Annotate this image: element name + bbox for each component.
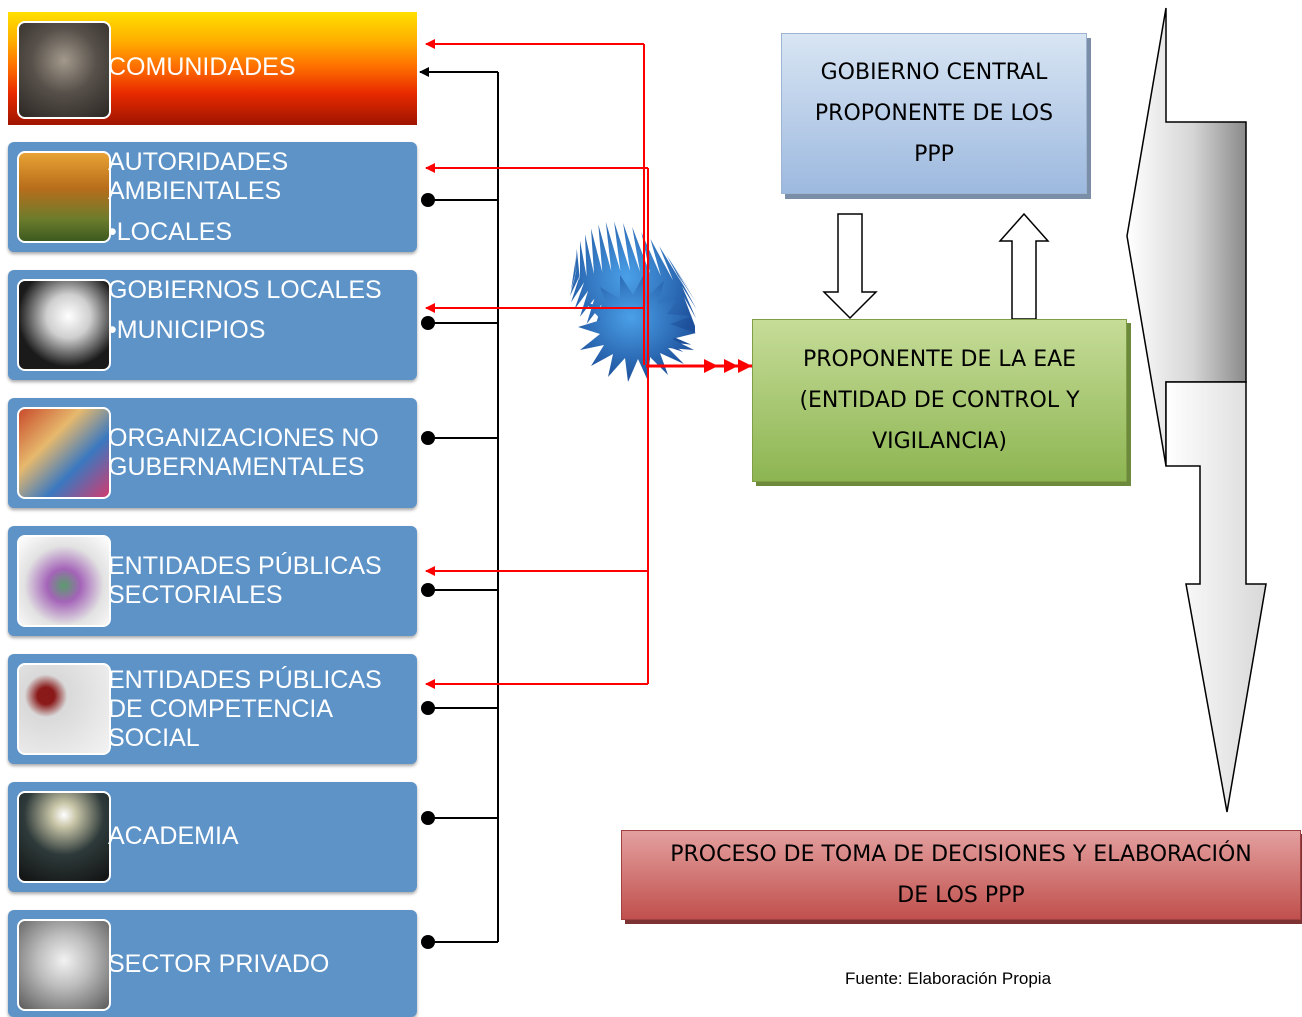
stakeholder-privado[interactable]: SECTOR PRIVADO <box>8 910 417 1017</box>
box-line: PROPONENTE DE LA EAE <box>802 347 1077 372</box>
sectoriales-photo <box>17 535 111 627</box>
stakeholder-label: SECTOR PRIVADO <box>108 950 413 979</box>
academia-photo <box>17 791 111 883</box>
gobierno-central-box[interactable]: GOBIERNO CENTRAL PROPONENTE DE LOS PPP <box>781 33 1087 194</box>
box-line: PROCESO DE TOMA DE DECISIONES Y ELABORAC… <box>670 842 1252 867</box>
stakeholder-line: COMUNIDADES <box>108 53 296 81</box>
stakeholder-line: GUBERNAMENTALES <box>108 453 365 481</box>
stakeholder-label: COMUNIDADES <box>108 53 413 82</box>
stakeholder-line: SECTOR PRIVADO <box>108 950 330 978</box>
stakeholder-line: SOCIAL <box>108 724 200 752</box>
stakeholder-bullet: •MUNICIPIOS <box>108 316 266 344</box>
source-note: Fuente: Elaboración Propia <box>845 969 1052 988</box>
stakeholder-gobiernos[interactable]: GOBIERNOS LOCALES •MUNICIPIOS <box>8 270 417 380</box>
box-line: (ENTIDAD DE CONTROL Y <box>799 388 1080 413</box>
stakeholder-academia[interactable]: ACADEMIA <box>8 782 417 892</box>
stakeholder-line: ORGANIZACIONES NO <box>108 424 379 452</box>
proponente-eae-box[interactable]: PROPONENTE DE LA EAE (ENTIDAD DE CONTROL… <box>752 319 1127 482</box>
red-connector-network <box>425 39 752 689</box>
stakeholder-autoridades[interactable]: AUTORIDADES AMBIENTALES •LOCALES <box>8 142 417 252</box>
stakeholder-label: ACADEMIA <box>108 822 413 851</box>
box-line: VIGILANCIA) <box>872 429 1007 454</box>
stakeholder-comunidades[interactable]: COMUNIDADES <box>8 12 417 125</box>
comunidades-photo <box>17 21 111 119</box>
down-arrow-icon <box>822 213 878 320</box>
starburst-shape <box>578 274 696 382</box>
box-line: GOBIERNO CENTRAL <box>820 60 1048 85</box>
proceso-decisiones-box[interactable]: PROCESO DE TOMA DE DECISIONES Y ELABORAC… <box>621 830 1301 920</box>
box-line: PPP <box>914 142 954 167</box>
stakeholder-label: ENTIDADES PÚBLICAS DE COMPETENCIA SOCIAL <box>108 666 413 753</box>
red-arrowheads-to-eae <box>704 359 752 373</box>
stakeholder-bullet: •LOCALES <box>108 218 233 246</box>
stakeholder-line: AUTORIDADES <box>108 148 289 176</box>
stakeholder-label: AUTORIDADES AMBIENTALES •LOCALES <box>108 148 413 247</box>
black-connector-bus <box>419 67 499 943</box>
box-line: PROPONENTE DE LOS <box>814 101 1054 126</box>
stakeholder-line: SECTORIALES <box>108 581 283 609</box>
stakeholder-line: DE COMPETENCIA <box>108 695 334 723</box>
stakeholder-line: AMBIENTALES <box>108 177 282 205</box>
gobiernos-photo <box>17 279 111 371</box>
privado-photo <box>17 919 111 1011</box>
stakeholder-social[interactable]: ENTIDADES PÚBLICAS DE COMPETENCIA SOCIAL <box>8 654 417 764</box>
stakeholder-line: ACADEMIA <box>108 822 239 850</box>
stakeholder-sectoriales[interactable]: ENTIDADES PÚBLICAS SECTORIALES <box>8 526 417 636</box>
stakeholder-ong[interactable]: ORGANIZACIONES NO GUBERNAMENTALES <box>8 398 417 508</box>
ong-photo <box>17 407 111 499</box>
up-arrow-icon <box>998 212 1050 320</box>
stakeholder-line: GOBIERNOS LOCALES <box>108 276 382 304</box>
autoridades-photo <box>17 151 111 243</box>
black-connector-dots <box>421 193 435 949</box>
stakeholder-label: ORGANIZACIONES NO GUBERNAMENTALES <box>108 424 413 482</box>
large-down-arrow-icon <box>1165 381 1267 813</box>
stakeholder-label: ENTIDADES PÚBLICAS SECTORIALES <box>108 552 413 610</box>
stakeholder-label: GOBIERNOS LOCALES •MUNICIPIOS <box>108 276 413 345</box>
stakeholder-line: ENTIDADES PÚBLICAS <box>108 666 382 694</box>
stakeholder-line: ENTIDADES PÚBLICAS <box>108 552 382 580</box>
box-line: DE LOS PPP <box>897 883 1025 908</box>
social-photo <box>17 663 111 755</box>
